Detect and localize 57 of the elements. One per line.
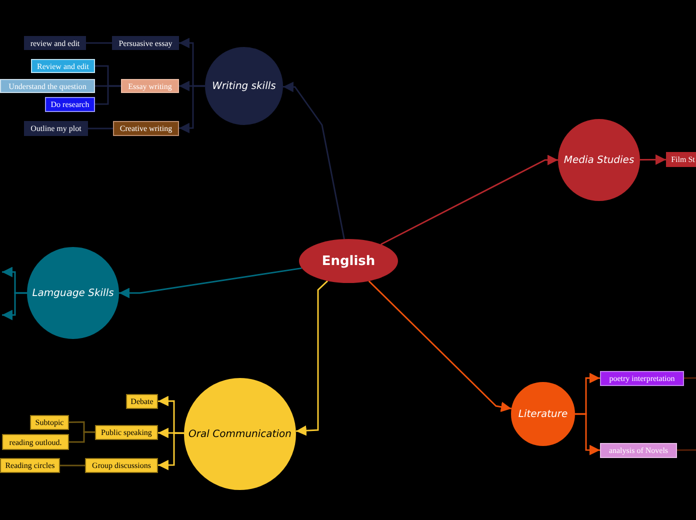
connector — [119, 267, 302, 298]
subtopic-box — [600, 371, 684, 386]
connector — [88, 128, 113, 130]
subtopic-box — [24, 36, 86, 50]
connector — [179, 85, 205, 134]
subtopic-label: Review and edit — [37, 62, 89, 70]
subtopic-label: Debate — [130, 397, 154, 406]
subtopic-box — [30, 415, 69, 430]
connector — [158, 432, 184, 470]
subtopic-box — [121, 79, 179, 93]
topic-label: Lamguage Skills — [32, 288, 114, 298]
subtopic-label: poetry interpretation — [609, 374, 675, 383]
connector — [684, 377, 696, 379]
subtopic-box — [85, 458, 158, 473]
connector — [640, 154, 666, 165]
subtopic-box — [24, 121, 88, 136]
topic-label: Media Studies — [564, 154, 634, 166]
subtopic-box — [112, 36, 179, 50]
connector — [86, 42, 112, 44]
subtopic-label: Do research — [50, 100, 90, 109]
connector — [575, 413, 600, 456]
connector — [2, 292, 27, 320]
connector — [60, 464, 85, 466]
subtopic-label: Subtopic — [35, 418, 64, 427]
topic-label: Oral Communication — [188, 428, 292, 440]
subtopic-label: Understand the question — [8, 82, 86, 90]
subtopic-box — [31, 59, 95, 73]
subtopic-label: analysis of Novels — [608, 446, 668, 455]
subtopic-label: Public speaking — [101, 428, 152, 437]
subtopic-box — [2, 434, 69, 450]
topic-label: Literature — [518, 408, 568, 420]
subtopic-label: Essay writing — [128, 82, 172, 90]
subtopic-box — [0, 458, 60, 473]
subtopic-box — [113, 121, 179, 136]
connector — [368, 280, 512, 412]
subtopic-box — [0, 79, 95, 93]
subtopic-label: Creative writing — [120, 124, 172, 133]
connector — [380, 154, 558, 246]
subtopic-box — [666, 152, 696, 167]
subtopic-box — [126, 394, 158, 409]
subtopic-label: Persuasive essay — [118, 38, 172, 48]
subtopic-label: Reading circles — [5, 461, 55, 470]
connector — [282, 82, 345, 240]
subtopic-box — [95, 425, 158, 440]
connector — [677, 449, 696, 451]
connector — [69, 431, 96, 443]
subtopic-label: Film St — [671, 155, 695, 164]
subtopic-box — [45, 97, 95, 112]
subtopic-label: review and edit — [30, 38, 80, 48]
subtopic-label: reading outloud. — [9, 438, 62, 446]
subtopic-label: Group discussions — [92, 461, 151, 470]
topic-label: English — [322, 254, 376, 268]
subtopic-box — [600, 443, 677, 458]
connector — [94, 85, 121, 105]
connector — [296, 280, 328, 436]
topic-label: Writing skills — [212, 80, 276, 92]
subtopic-label: Outline my plot — [30, 124, 82, 133]
